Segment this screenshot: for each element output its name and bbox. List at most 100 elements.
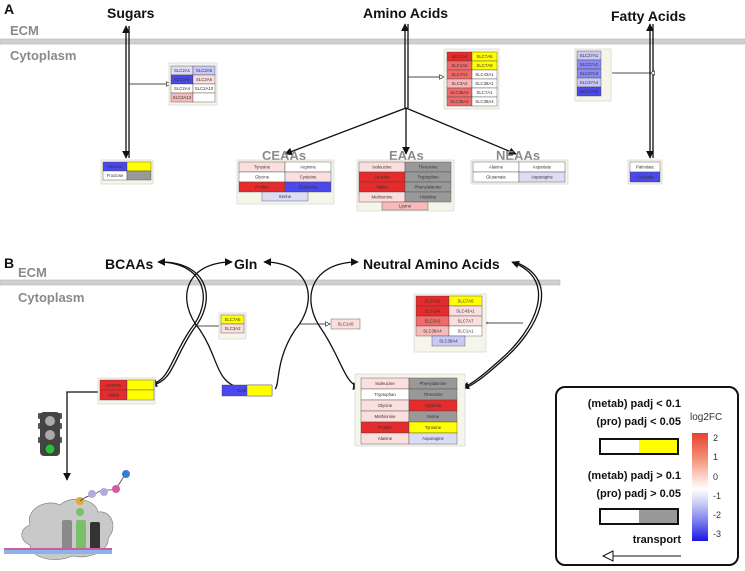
colorbar-tick: 2 [713, 433, 719, 443]
neutral-transporter-cell [431, 335, 466, 347]
neutral-transporter-label: SLC3A2 [424, 319, 441, 324]
eaas-label: Phenylalanine [415, 185, 443, 190]
neutral-metab-label: Serine [427, 414, 440, 419]
neutral-metab-label: Proline [378, 425, 392, 430]
fa-transporter-label: SLC27A4 [580, 80, 599, 85]
aa-transporter-label: SLC38A4 [450, 99, 469, 104]
colorbar [692, 433, 708, 541]
neutral-metab-label: Tyrosine [425, 425, 442, 430]
neutral-metab-label: Alanine [378, 436, 393, 441]
neaas-label: Aspartate [533, 165, 552, 170]
aa-transporter-label: SLC7A1 [476, 90, 493, 95]
sugar-metab-cell [126, 161, 152, 172]
legend-transport-arrow [601, 550, 681, 562]
neutral-metab-label: Glycine [378, 403, 393, 408]
aa-to-ceaas-arrow [284, 107, 407, 156]
aa-transporter-label: SLC38A1 [475, 81, 494, 86]
eaas-label: Methionine [371, 195, 393, 200]
panel-a-letter: A [4, 1, 14, 17]
sugar-metab-cell [126, 170, 152, 181]
neutral-metab-label: Methionine [374, 414, 396, 419]
ceaas-label: Arginine [300, 165, 316, 170]
sugar-transporter-label: SLC2A10 [195, 86, 214, 91]
ceaas-label: Tyrosine [254, 165, 271, 170]
neaas-label: Asparagine [531, 175, 553, 180]
cytoplasm-label-a: Cytoplasm [10, 48, 76, 63]
bcaa-transporter-label: SLC7A5 [224, 317, 241, 322]
neaas-cell [518, 171, 566, 183]
eaas-label: Valine [376, 185, 388, 190]
cytoplasm-label-b: Cytoplasm [18, 290, 84, 305]
fa-transporter-cell [576, 86, 602, 97]
panel-b-letter: B [4, 255, 14, 271]
legend-sig-line1: (metab) padj < 0.1 [587, 398, 681, 410]
fa-transporter-label: SLC27A2 [580, 62, 599, 67]
ceaas-label: Glutamine [298, 185, 318, 190]
neutral-transporter-label: SLC38A4 [423, 329, 442, 334]
aa-transporter-label: SLC1A4 [451, 54, 468, 59]
colorbar-title: log2FC [690, 412, 723, 423]
gln-transporter-cell [330, 318, 361, 330]
gln-transporter-label: SLC1A5 [337, 322, 354, 327]
legend: (metab) padj < 0.1 (pro) padj < 0.05 (me… [555, 386, 739, 566]
neutral-metab-label: Phenylalanine [420, 381, 448, 386]
membrane-a [0, 38, 745, 45]
eaas-label: Leucine [374, 175, 390, 180]
bcaas-label: BCAAs [105, 256, 153, 272]
ceaas-label: Cysteine [300, 175, 317, 180]
neutral-loop-1 [310, 258, 361, 390]
sugar-transporter-label: SLC2A2 [174, 77, 191, 82]
gln-loop-1 [186, 258, 246, 390]
ribosome-translation-icon [4, 470, 130, 560]
ecm-label-a: ECM [10, 23, 39, 38]
neutral-transporter-cell [448, 325, 483, 337]
sugar-transporter-label: SLC2A1 [174, 68, 191, 73]
neutral-metab-label: Cysteine [425, 403, 442, 408]
neutral-metab-label: Tryptophan [374, 392, 396, 397]
aa-transporter-label: SLC7A5 [476, 54, 493, 59]
neaas-label: NEAAs [496, 148, 540, 163]
sugar-transporter-label: SLC2A13 [173, 95, 192, 100]
neutral-metab-label: Threonine [423, 392, 443, 397]
fa-metab-cell [629, 171, 661, 183]
fatty-acids-label: Fatty Acids [611, 8, 686, 24]
legend-sig-line2: (pro) padj < 0.05 [596, 416, 681, 428]
sugars-label: Sugars [107, 5, 155, 21]
colorbar-tick: 0 [713, 472, 719, 482]
legend-transport-label: transport [632, 534, 681, 546]
aa-transporter-label: SLC1A5 [451, 63, 468, 68]
sugar-transporter-label: SLC2A6 [196, 77, 213, 82]
gln-metab-sig [246, 384, 273, 397]
aa-transporter-cell [471, 96, 498, 107]
colorbar-tick: -2 [713, 510, 722, 520]
bcaa-metab-cell [126, 379, 155, 391]
aa-transporter-label: SLC38A4 [475, 99, 494, 104]
aa-transporter-label: SLC38A2 [450, 90, 469, 95]
fa-metab-label: Palmitate [636, 165, 655, 170]
fa-transporter-label: SLC27A5 [580, 89, 599, 94]
fa-transporter-label: SLC27A3 [580, 71, 599, 76]
colorbar-tick: -1 [713, 491, 722, 501]
neutral-metab-cell [408, 432, 458, 445]
bcaa-metab-label: Valine [108, 393, 120, 398]
eaas-label: Lysine [399, 204, 412, 209]
gln-label: Gln [234, 256, 257, 272]
colorbar-tick: -3 [713, 529, 722, 539]
legend-nonsig-line1: (metab) padj > 0.1 [587, 470, 681, 482]
aa-to-neaas-arrow [405, 107, 517, 155]
sugar-metab-label: Glucose [107, 164, 123, 169]
neutral-transporter-label: SLC7A7 [457, 319, 474, 324]
fa-transporter-label: SLC27A1 [580, 53, 599, 58]
eaas-cell [381, 201, 429, 211]
ecm-label-b: ECM [18, 265, 47, 280]
neutral-transporter-label: SLC7A5 [457, 299, 474, 304]
neaas-label: Glutamate [486, 175, 506, 180]
ceaas-cell [261, 191, 309, 202]
legend-sig-swatch [599, 438, 679, 455]
eaas-label: Isoleucine [372, 165, 392, 170]
gln-loop-2 [263, 258, 309, 390]
neutral-metab-label: Asparagine [422, 436, 444, 441]
ceaas-label: Glycine [255, 175, 270, 180]
